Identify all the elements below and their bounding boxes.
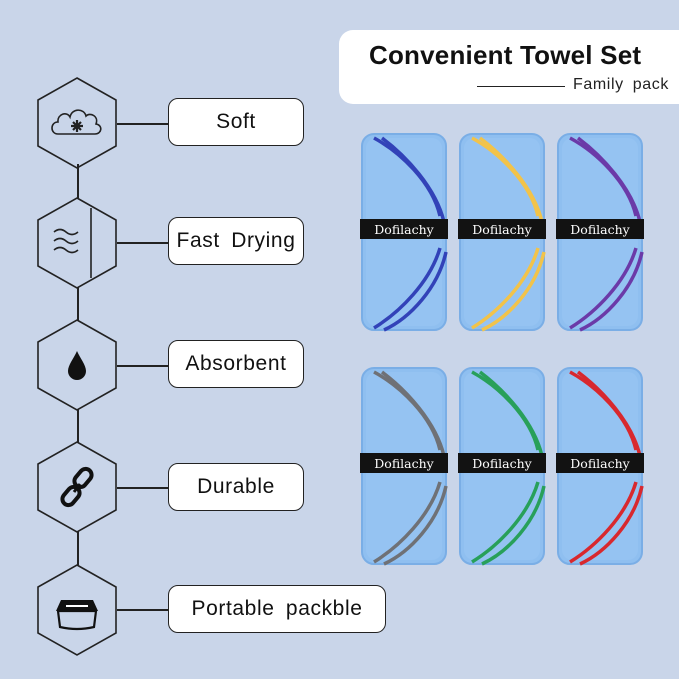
pouch-icon (56, 600, 98, 631)
connector-line (117, 487, 169, 489)
feature-label-text: Portable packble (191, 597, 363, 620)
connector-line (117, 609, 169, 611)
feature-hexagon-soft (37, 77, 117, 169)
connector-line (77, 409, 79, 443)
towel-roll: Dofilachy (360, 367, 448, 566)
page-title: Convenient Towel Set (369, 40, 642, 70)
connector-line (77, 531, 79, 565)
brand-label: Dofilachy (472, 456, 532, 471)
chain-link-icon (60, 466, 94, 508)
connector-line (117, 123, 169, 125)
towel-roll: Dofilachy (556, 133, 644, 332)
feature-label-absorbent: Absorbent (168, 340, 304, 388)
brand-label: Dofilachy (472, 222, 532, 237)
towel-roll: Dofilachy (458, 367, 546, 566)
feature-label-fast-drying: Fast Drying (168, 217, 304, 265)
feature-label-soft: Soft (168, 98, 304, 146)
feature-label-portable: Portable packble (168, 585, 386, 633)
feature-label-text: Soft (216, 110, 256, 133)
droplet-icon (68, 351, 86, 380)
feature-label-durable: Durable (168, 463, 304, 511)
brand-label: Dofilachy (374, 456, 434, 471)
title-banner: Convenient Towel Set Family pack (339, 30, 679, 104)
connector-line (77, 287, 79, 321)
waves-icon (53, 208, 92, 278)
page-subtitle: Family pack (573, 76, 669, 93)
cotton-icon (51, 109, 102, 135)
feature-label-text: Fast Drying (176, 229, 296, 252)
towel-roll: Dofilachy (556, 367, 644, 566)
feature-hexagon-fast-drying (37, 197, 117, 289)
feature-label-text: Durable (197, 475, 275, 498)
subtitle-divider (477, 86, 565, 87)
connector-line (117, 365, 169, 367)
towel-roll: Dofilachy (360, 133, 448, 332)
connector-line (117, 242, 169, 244)
brand-label: Dofilachy (374, 222, 434, 237)
connector-line (77, 164, 79, 198)
feature-hexagon-durable (37, 441, 117, 533)
feature-hexagon-portable (37, 564, 117, 656)
towel-roll: Dofilachy (458, 133, 546, 332)
brand-label: Dofilachy (570, 222, 630, 237)
brand-label: Dofilachy (570, 456, 630, 471)
feature-label-text: Absorbent (185, 352, 287, 375)
feature-hexagon-absorbent (37, 319, 117, 411)
